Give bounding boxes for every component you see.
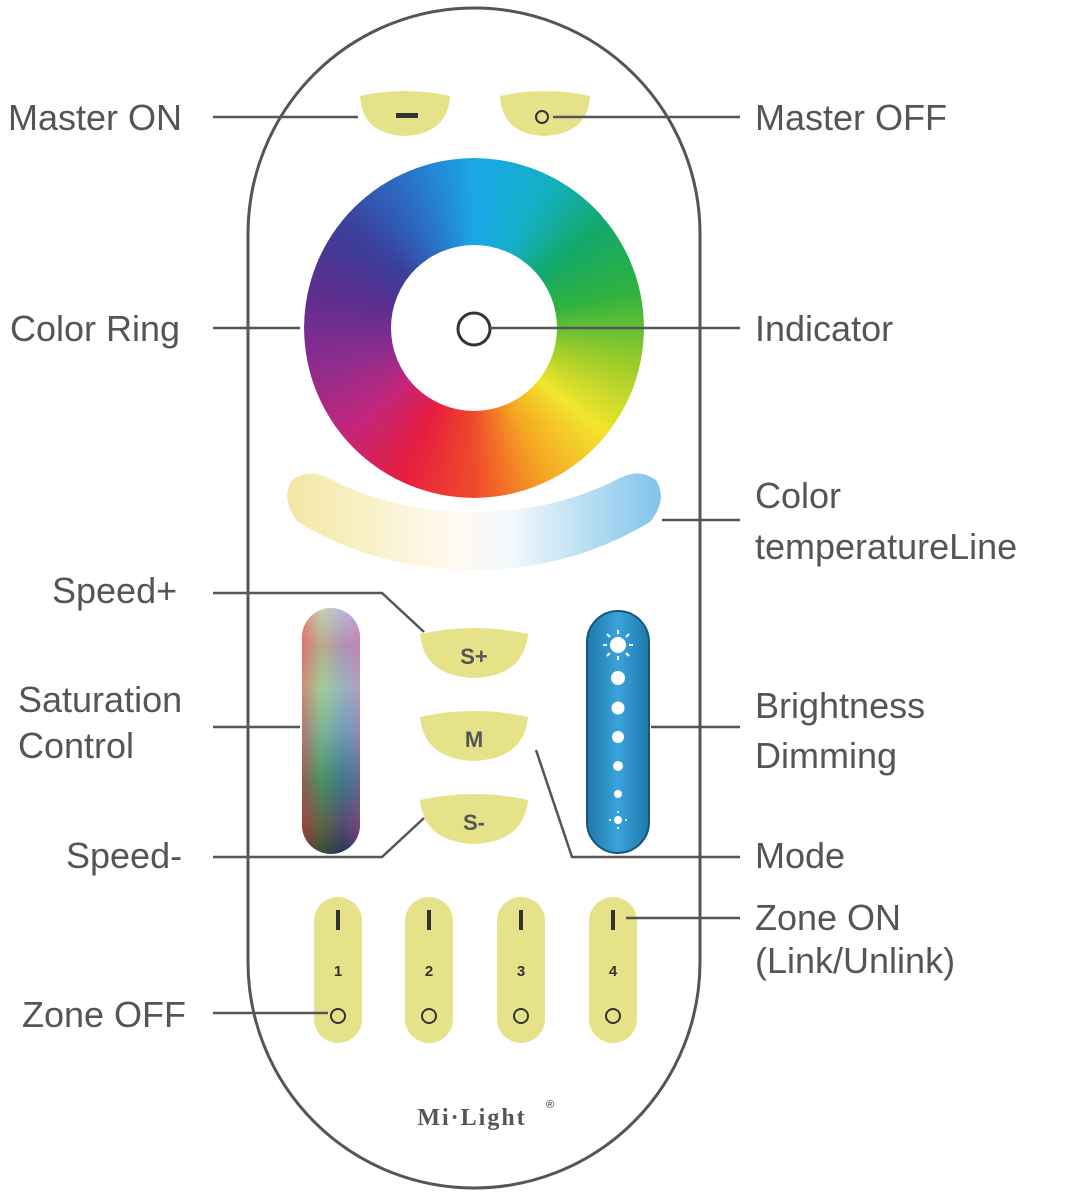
circle-icon	[535, 110, 549, 124]
label-color-ring: Color Ring	[10, 308, 180, 349]
zone-2-button[interactable]: 2	[405, 897, 453, 1043]
registered-mark: ®	[546, 1099, 554, 1111]
zone-2-off-icon	[421, 1008, 437, 1024]
zone-1-button[interactable]: 1	[314, 897, 362, 1043]
zone-4-off-icon	[605, 1008, 621, 1024]
label-color-temperature-line2: temperatureLine	[755, 526, 1017, 567]
label-master-on: Master ON	[8, 97, 182, 138]
saturation-control[interactable]	[302, 608, 360, 854]
brand-logo: Mi·Light	[417, 1105, 526, 1131]
label-indicator: Indicator	[755, 308, 893, 349]
brightness-dimming[interactable]	[586, 610, 650, 854]
callouts: Master ON Master OFF Color Ring Indicato…	[8, 97, 1017, 1035]
zone-1-on-icon	[336, 910, 340, 930]
label-saturation-line1: Saturation	[18, 679, 182, 720]
minus-icon	[396, 113, 418, 118]
zone-4-number: 4	[609, 963, 618, 980]
label-brightness-line2: Dimming	[755, 735, 897, 776]
mode-button[interactable]: M	[420, 711, 528, 761]
speed-plus-button[interactable]: S+	[420, 628, 528, 678]
speed-minus-label: S-	[463, 810, 485, 835]
label-color-temperature-line1: Color	[755, 475, 841, 516]
master-on-button[interactable]	[360, 91, 450, 136]
leader-lines	[213, 115, 740, 1015]
small-sun-icon	[609, 811, 627, 829]
sun-icon	[603, 630, 633, 660]
label-speed-plus: Speed+	[52, 570, 177, 611]
label-brightness-line1: Brightness	[755, 685, 925, 726]
label-zone-on-line2: (Link/Unlink)	[755, 940, 955, 981]
label-zone-off: Zone OFF	[22, 994, 186, 1035]
zone-1-number: 1	[334, 963, 342, 980]
indicator-icon	[456, 311, 492, 347]
zone-3-number: 3	[517, 963, 525, 980]
zone-1-off-icon	[330, 1008, 346, 1024]
label-saturation-line2: Control	[18, 725, 134, 766]
mode-label: M	[465, 727, 483, 752]
zone-4-on-icon	[611, 910, 615, 930]
label-master-off: Master OFF	[755, 97, 947, 138]
zone-2-on-icon	[427, 910, 431, 930]
remote-body	[246, 6, 702, 1190]
zone-3-off-icon	[513, 1008, 529, 1024]
zone-3-button[interactable]: 3	[497, 897, 545, 1043]
zone-3-on-icon	[519, 910, 523, 930]
speed-plus-label: S+	[460, 644, 488, 669]
label-zone-on-line1: Zone ON	[755, 897, 901, 938]
zone-2-number: 2	[425, 963, 433, 980]
label-speed-minus: Speed-	[66, 835, 182, 876]
speed-minus-button[interactable]: S-	[420, 794, 528, 844]
label-mode: Mode	[755, 835, 845, 876]
master-off-button[interactable]	[500, 91, 590, 136]
zone-4-button[interactable]: 4	[589, 897, 637, 1043]
color-temperature-line[interactable]	[287, 473, 661, 570]
zone-buttons: 1 2 3 4	[314, 897, 637, 1043]
